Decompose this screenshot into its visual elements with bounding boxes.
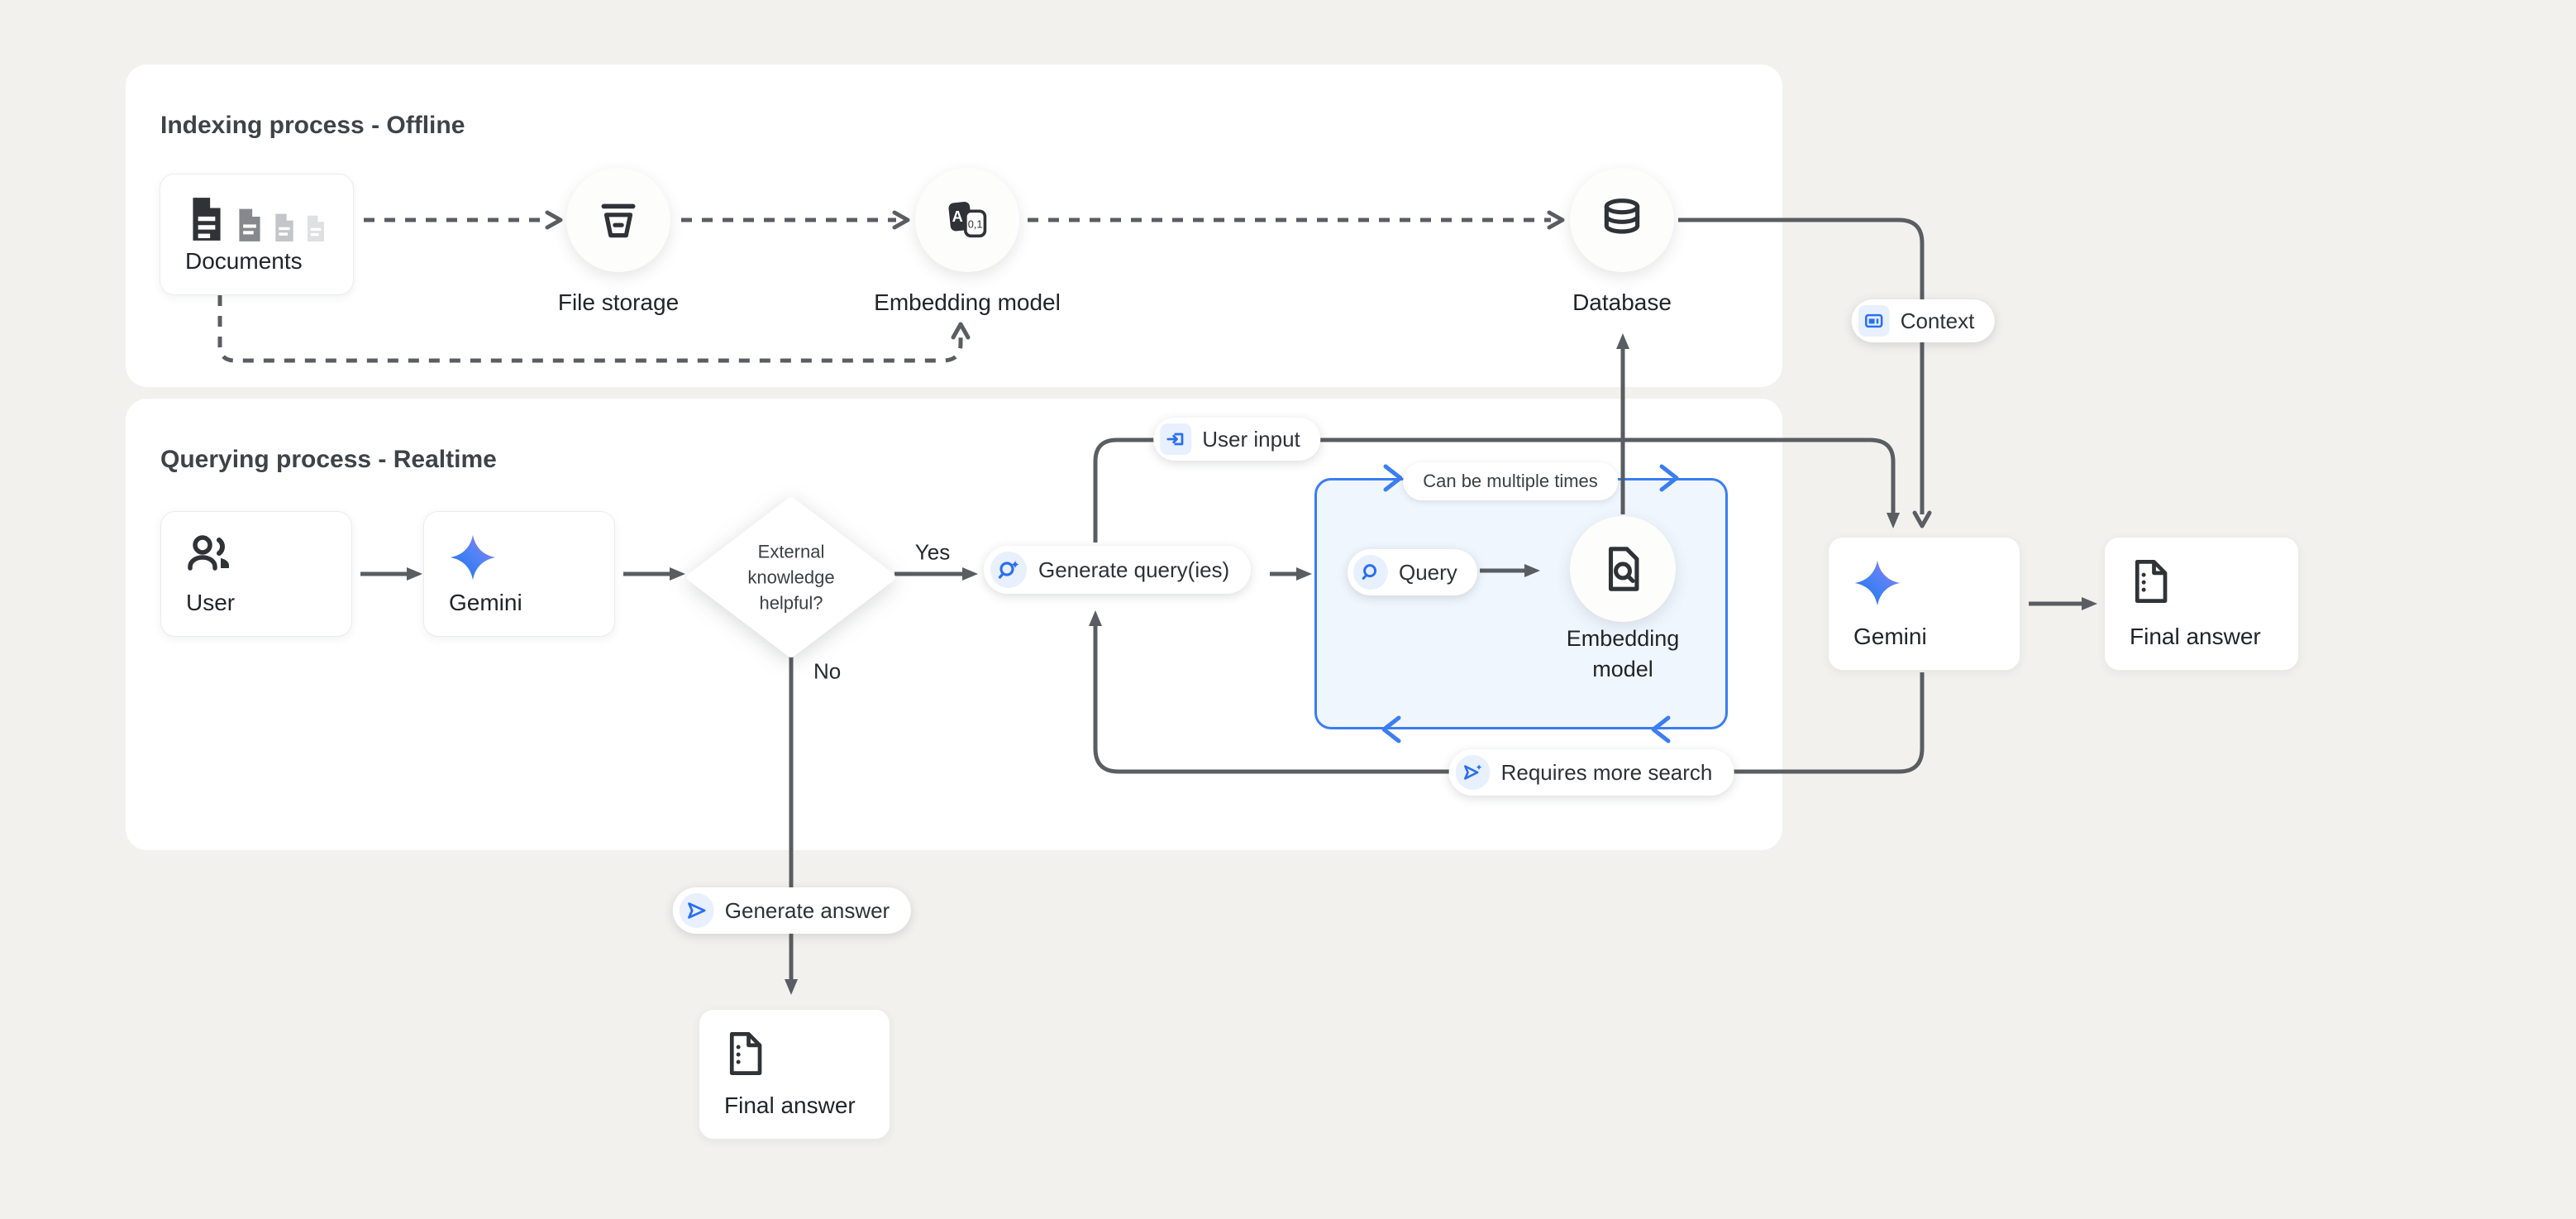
documents-node: Documents bbox=[160, 174, 354, 295]
user-label: User bbox=[186, 590, 236, 615]
generate-queries-pill: Generate query(ies) bbox=[984, 546, 1252, 594]
embedding-model-node: A 0,1 bbox=[915, 168, 1019, 272]
gemini-output-node: Gemini bbox=[1828, 537, 2020, 671]
query-label: Query bbox=[1399, 559, 1457, 585]
loop-note: Can be multiple times bbox=[1403, 462, 1618, 500]
user-input-label: User input bbox=[1202, 426, 1300, 452]
database-node bbox=[1570, 168, 1674, 272]
user-input-badge: User input bbox=[1153, 418, 1320, 461]
generate-answer-label: Generate answer bbox=[724, 897, 890, 923]
final-answer-doc-icon bbox=[729, 1032, 762, 1075]
gemini-icon bbox=[1854, 560, 1901, 606]
embedding-model-query-node bbox=[1570, 516, 1676, 622]
send-icon bbox=[679, 893, 714, 928]
final-answer-node: Final answer bbox=[2104, 537, 2299, 671]
decision-yes-label: Yes bbox=[914, 539, 951, 565]
query-loop-box bbox=[1314, 478, 1728, 729]
final-answer-doc-icon bbox=[2135, 560, 2168, 603]
querying-title: Querying process - Realtime bbox=[160, 445, 497, 473]
send-spark-icon bbox=[1455, 755, 1491, 790]
context-icon bbox=[1858, 305, 1890, 337]
file-storage-node bbox=[566, 168, 670, 272]
search-icon bbox=[1353, 555, 1388, 590]
input-icon bbox=[1160, 423, 1192, 455]
indexing-title: Indexing process - Offline bbox=[160, 111, 465, 139]
gemini-node: Gemini bbox=[423, 511, 615, 637]
final-answer-no-branch-node: Final answer bbox=[699, 1009, 890, 1140]
documents-label: Documents bbox=[185, 248, 303, 274]
gemini-output-label: Gemini bbox=[1853, 624, 1927, 649]
svg-text:0,1: 0,1 bbox=[968, 218, 983, 231]
gemini-label: Gemini bbox=[449, 590, 522, 615]
embedding-model-label: Embedding model bbox=[874, 289, 1061, 315]
generate-queries-label: Generate query(ies) bbox=[1038, 557, 1230, 582]
embedding-model-icon: A 0,1 bbox=[948, 201, 987, 238]
decision-text: External knowledge helpful? bbox=[747, 541, 835, 614]
generate-answer-badge: Generate answer bbox=[672, 887, 912, 934]
gemini-icon bbox=[450, 534, 496, 581]
context-label: Context bbox=[1900, 308, 1975, 333]
final-answer-label: Final answer bbox=[2130, 624, 2261, 649]
file-storage-icon bbox=[601, 203, 636, 238]
context-badge: Context bbox=[1851, 299, 1995, 342]
documents-icon bbox=[185, 196, 328, 244]
user-icon bbox=[188, 535, 230, 571]
database-label: Database bbox=[1572, 289, 1672, 315]
requires-more-search-badge: Requires more search bbox=[1448, 749, 1734, 796]
svg-text:A: A bbox=[952, 208, 963, 225]
query-pill: Query bbox=[1348, 549, 1477, 595]
user-node: User bbox=[160, 511, 352, 637]
database-icon bbox=[1604, 198, 1640, 234]
final-answer-no-branch-label: Final answer bbox=[724, 1092, 856, 1118]
decision-no-label: No bbox=[813, 658, 842, 684]
search-spark-icon bbox=[990, 552, 1027, 588]
embedding-model-query-label: Embedding model bbox=[1566, 626, 1680, 681]
document-search-icon bbox=[1608, 547, 1639, 591]
requires-more-search-label: Requires more search bbox=[1500, 759, 1713, 785]
file-storage-label: File storage bbox=[557, 289, 680, 315]
